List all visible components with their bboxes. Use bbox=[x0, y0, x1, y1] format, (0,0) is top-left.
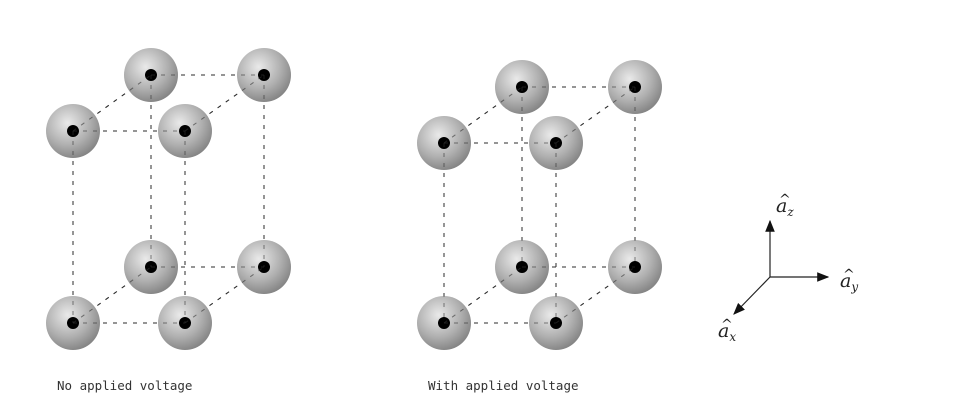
lattice-edge-overlay bbox=[184, 266, 265, 324]
lattice-edge-overlay bbox=[443, 266, 523, 324]
y-hat: ^ bbox=[843, 267, 855, 283]
z-axis-label: ^az bbox=[776, 192, 794, 219]
caption-with-voltage: With applied voltage bbox=[428, 378, 579, 393]
caption-no-voltage: No applied voltage bbox=[57, 378, 193, 393]
cube-no-voltage bbox=[46, 48, 291, 350]
lattice-edge-overlay bbox=[72, 266, 152, 324]
x-axis-label: ^ax bbox=[718, 317, 736, 344]
lattice-edge-overlay bbox=[72, 74, 152, 132]
lattice-edge-overlay bbox=[184, 74, 265, 132]
lattice-edge-overlay bbox=[555, 266, 636, 324]
cube-with-voltage bbox=[417, 60, 662, 350]
lattice-edge-overlay bbox=[443, 86, 523, 144]
axis-triad: ^az ^ay ^ax bbox=[718, 192, 858, 344]
z-hat: ^ bbox=[779, 192, 791, 208]
x-axis-arrow bbox=[733, 276, 771, 315]
x-hat: ^ bbox=[721, 317, 733, 333]
lattice-edge-overlay bbox=[555, 86, 636, 144]
y-axis-label: ^ay bbox=[840, 267, 858, 294]
